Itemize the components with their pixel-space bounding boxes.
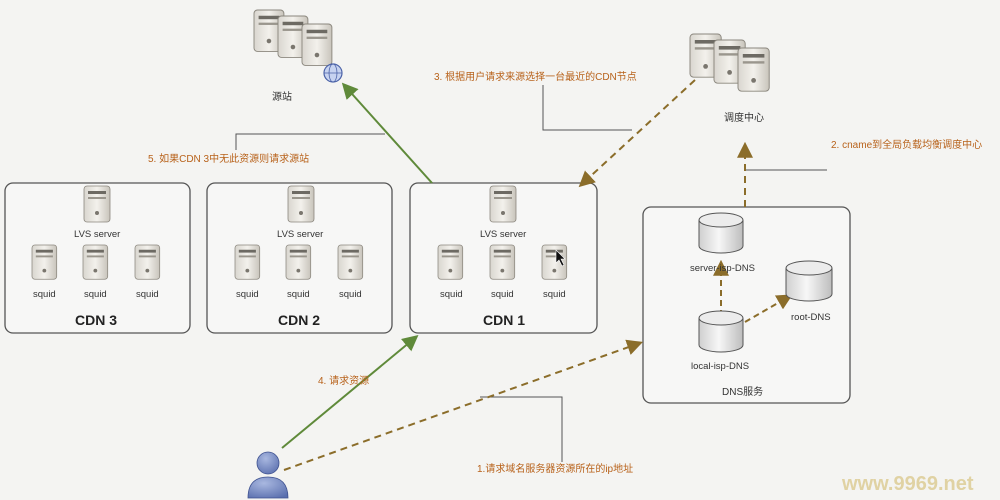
squid-label: squid [543, 289, 566, 300]
squid-label: squid [440, 289, 463, 300]
cdn1-cluster: LVS server squid squid squid CDN 1 [437, 185, 568, 328]
arrow-user-to-cdn1 [281, 334, 419, 449]
step2-text: 2. cname到全局负载均衡调度中心 [831, 138, 982, 151]
server-icon [489, 185, 517, 223]
arrow-cdn1-to-origin [341, 82, 433, 184]
server-icon [134, 244, 161, 280]
server-icon [234, 244, 261, 280]
arrow-scheduler-to-cdn1 [578, 79, 696, 188]
dns-box [642, 206, 851, 404]
squid-label: squid [236, 289, 259, 300]
watermark: www.9969.net [841, 473, 974, 495]
server-icon [285, 244, 312, 280]
server-icon [337, 244, 364, 280]
squid-label: squid [136, 289, 159, 300]
step3-text: 3. 根据用户请求来源选择一台最近的CDN节点 [434, 70, 637, 83]
server-icon [489, 244, 516, 280]
server-icon [437, 244, 464, 280]
database-icon [698, 212, 744, 254]
step1-bracket-line [480, 396, 563, 462]
server-icon [287, 185, 315, 223]
origin-bracket-line [235, 133, 385, 150]
database-icon [698, 310, 744, 353]
squid-label: squid [287, 289, 310, 300]
server-icon [541, 244, 568, 280]
dns-title: DNS服务 [722, 385, 763, 398]
cdn2-cluster: LVS server squid squid squid CDN 2 [234, 185, 364, 328]
scheduler-bracket-line [542, 85, 632, 131]
user-icon [247, 451, 289, 499]
server-icon [83, 185, 111, 223]
step5-text: 5. 如果CDN 3中无此资源则请求源站 [148, 152, 309, 165]
cursor-icon [555, 249, 566, 267]
cdn1-title: CDN 1 [483, 312, 525, 328]
origin-server-icon [253, 9, 333, 66]
squid-label: squid [491, 289, 514, 300]
server-icon [31, 244, 58, 280]
lvs-label: LVS server [74, 229, 120, 240]
scheduler-label: 调度中心 [724, 111, 764, 124]
cdn3-cluster: LVS server squid squid squid CDN 3 [31, 185, 161, 328]
server-icon [82, 244, 109, 280]
arrow-local-to-root-dns [744, 294, 793, 323]
cdn2-title: CDN 2 [278, 312, 320, 328]
root-dns-label: root-DNS [791, 312, 831, 323]
server-isp-dns-label: server-isp-DNS [690, 263, 755, 274]
step1-text: 1.请求域名服务器资源所在的ip地址 [477, 462, 633, 475]
arrow-user-to-dns [283, 339, 644, 471]
origin-label: 源站 [272, 90, 292, 103]
scheduler-server-icon [689, 33, 770, 92]
step4-text: 4. 请求资源 [318, 374, 369, 387]
squid-label: squid [84, 289, 107, 300]
database-icon [785, 260, 833, 302]
local-isp-dns-label: local-isp-DNS [691, 361, 749, 372]
globe-icon [323, 63, 343, 83]
cdn3-title: CDN 3 [75, 312, 117, 328]
squid-label: squid [33, 289, 56, 300]
lvs-label: LVS server [480, 229, 526, 240]
squid-label: squid [339, 289, 362, 300]
lvs-label: LVS server [277, 229, 323, 240]
